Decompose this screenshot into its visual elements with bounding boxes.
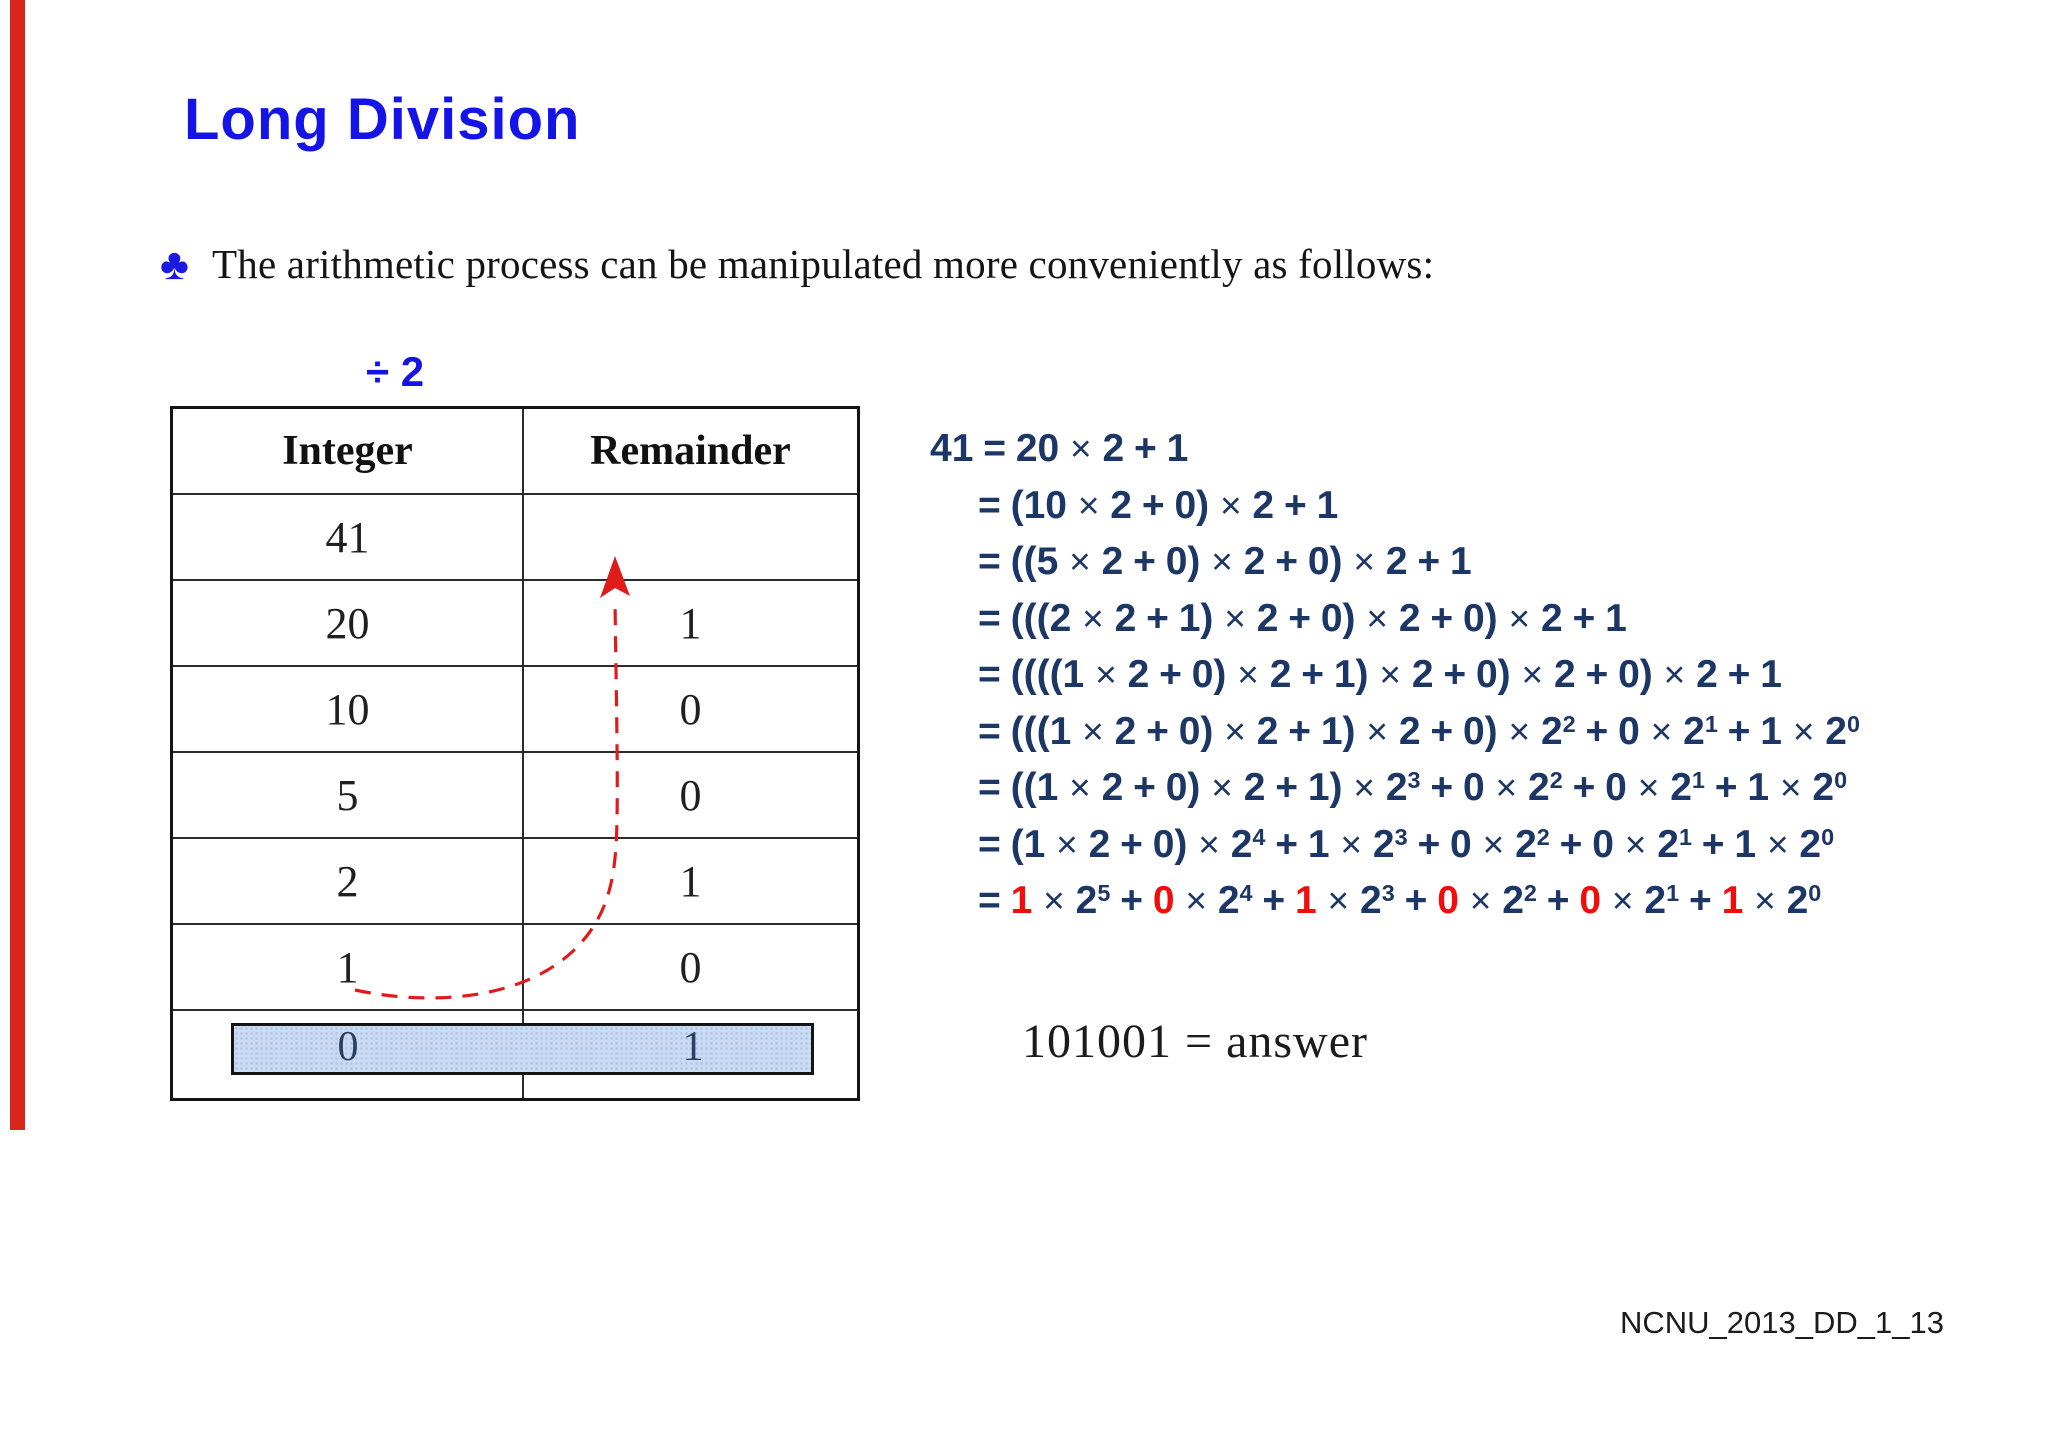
club-suit-icon: ♣ xyxy=(160,240,189,289)
table-cell xyxy=(524,495,857,579)
bullet-text: The arithmetic process can be manipulate… xyxy=(212,241,1435,287)
table-cell: 0 xyxy=(679,942,702,992)
divisor-label: ÷ 2 xyxy=(366,348,425,395)
highlighted-result-row: 0 1 xyxy=(231,1023,814,1075)
table-cell: 10 xyxy=(173,667,524,751)
table-cell: 1 xyxy=(173,925,524,1009)
table-row: 10 0 xyxy=(173,665,857,751)
equation-line: = (1 × 2 + 0) × 24 + 1 × 23 + 0 × 22 + 0… xyxy=(978,822,1835,866)
equation-line: = 1 × 25 + 0 × 24 + 1 × 23 + 0 × 22 + 0 … xyxy=(978,879,1822,922)
equation-line: 41 = 20 × 2 + 1 xyxy=(930,427,1189,470)
table-cell: 41 xyxy=(173,495,524,579)
table-cell: Integer xyxy=(173,409,524,493)
slide-title: Long Division xyxy=(184,87,581,152)
left-edge-red-bar xyxy=(10,0,25,1130)
derivation-equations: 41 = 20 × 2 + 1 = (10 × 2 + 0) × 2 + 1 = (… xyxy=(930,420,1860,929)
equation-line: = ((1 × 2 + 0) × 2 + 1) × 23 + 0 × 22 + … xyxy=(978,766,1848,809)
equation-line: = (((2 × 2 + 1) × 2 + 0) × 2 + 0) × 2 + … xyxy=(978,596,1627,640)
table-row: 41 xyxy=(173,493,857,579)
equation-line: = (10 × 2 + 0) × 2 + 1 xyxy=(978,483,1339,527)
binary-answer: 101001 = answer xyxy=(1022,1015,1369,1068)
equation-line: = (((1 × 2 + 0) × 2 + 1) × 2 + 0) × 22 +… xyxy=(978,709,1861,753)
table-cell: 1 xyxy=(679,598,702,648)
equation-line: = ((5 × 2 + 0) × 2 + 0) × 2 + 1 xyxy=(978,540,1472,583)
table-cell: 5 xyxy=(173,753,524,837)
table-header-row: Integer Remainder xyxy=(173,409,857,493)
table-cell: 1 xyxy=(679,856,702,906)
table-cell: 2 xyxy=(173,839,524,923)
equation-line: = ((((1 × 2 + 0) × 2 + 1) × 2 + 0) × 2 +… xyxy=(978,653,1782,696)
table-cell: Remainder xyxy=(590,428,791,474)
table-row: 20 1 xyxy=(173,579,857,665)
slide-footer-id: NCNU_2013_DD_1_13 xyxy=(1620,1305,1944,1340)
table-cell: 0 xyxy=(679,684,702,734)
table-cell: 0 xyxy=(679,770,702,820)
highlight-integer-value: 0 xyxy=(337,1024,359,1071)
highlight-remainder-value: 1 xyxy=(682,1024,704,1071)
table-cell: 20 xyxy=(173,581,524,665)
